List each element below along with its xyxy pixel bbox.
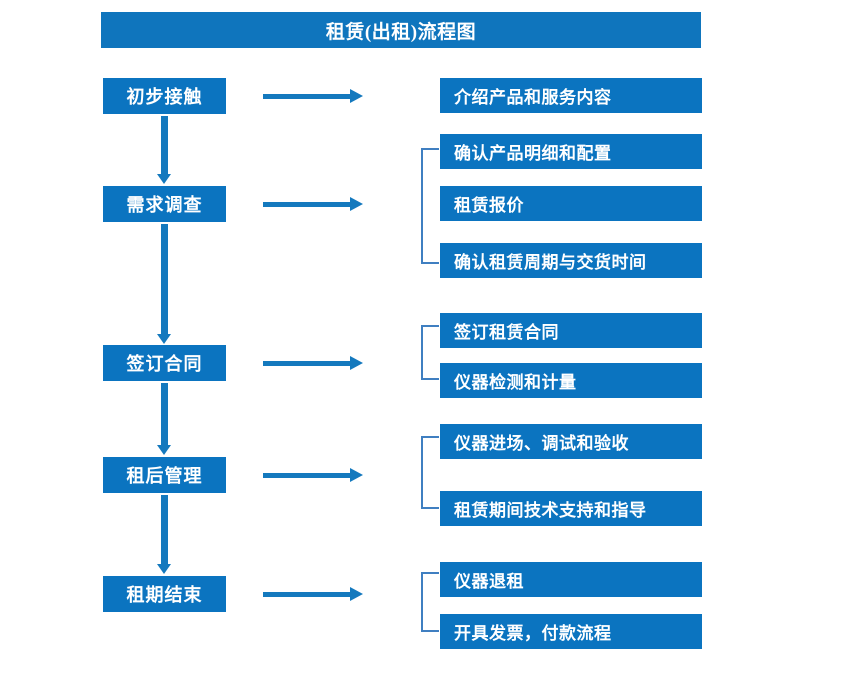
- right-arrow-icon: [263, 587, 363, 601]
- stage-box[interactable]: 需求调查: [103, 186, 226, 222]
- arrow-shaft: [263, 202, 351, 207]
- stage-box[interactable]: 租期结束: [103, 576, 226, 612]
- detail-box[interactable]: 开具发票，付款流程: [440, 614, 702, 649]
- arrow-head: [157, 174, 171, 184]
- group-bracket: [421, 572, 439, 632]
- page-title: 租赁(出租)流程图: [101, 12, 701, 48]
- detail-box[interactable]: 租赁期间技术支持和指导: [440, 491, 702, 526]
- down-arrow-icon: [157, 224, 171, 344]
- group-bracket: [421, 436, 439, 509]
- down-arrow-icon: [157, 495, 171, 574]
- group-bracket: [421, 325, 439, 380]
- right-arrow-icon: [263, 89, 363, 103]
- detail-box[interactable]: 签订租赁合同: [440, 313, 702, 348]
- right-arrow-icon: [263, 468, 363, 482]
- arrow-shaft: [161, 383, 168, 445]
- arrow-head: [350, 89, 363, 103]
- down-arrow-icon: [157, 383, 171, 455]
- detail-box[interactable]: 确认租赁周期与交货时间: [440, 243, 702, 278]
- detail-box[interactable]: 租赁报价: [440, 186, 702, 221]
- detail-box[interactable]: 仪器进场、调试和验收: [440, 424, 702, 459]
- detail-box[interactable]: 确认产品明细和配置: [440, 134, 702, 169]
- detail-box[interactable]: 介绍产品和服务内容: [440, 78, 702, 113]
- arrow-shaft: [161, 224, 168, 334]
- arrow-shaft: [263, 592, 351, 597]
- arrow-head: [350, 587, 363, 601]
- detail-box[interactable]: 仪器退租: [440, 562, 702, 597]
- arrow-head: [157, 334, 171, 344]
- right-arrow-icon: [263, 356, 363, 370]
- detail-box[interactable]: 仪器检测和计量: [440, 363, 702, 398]
- arrow-head: [350, 468, 363, 482]
- arrow-head: [350, 356, 363, 370]
- stage-box[interactable]: 初步接触: [103, 78, 226, 114]
- arrow-head: [157, 445, 171, 455]
- arrow-head: [157, 564, 171, 574]
- group-bracket: [421, 148, 439, 264]
- arrow-shaft: [263, 94, 351, 99]
- stage-box[interactable]: 签订合同: [103, 345, 226, 381]
- right-arrow-icon: [263, 197, 363, 211]
- arrow-shaft: [263, 473, 351, 478]
- arrow-shaft: [161, 116, 168, 174]
- stage-box[interactable]: 租后管理: [103, 457, 226, 493]
- down-arrow-icon: [157, 116, 171, 184]
- arrow-shaft: [161, 495, 168, 564]
- arrow-head: [350, 197, 363, 211]
- arrow-shaft: [263, 361, 351, 366]
